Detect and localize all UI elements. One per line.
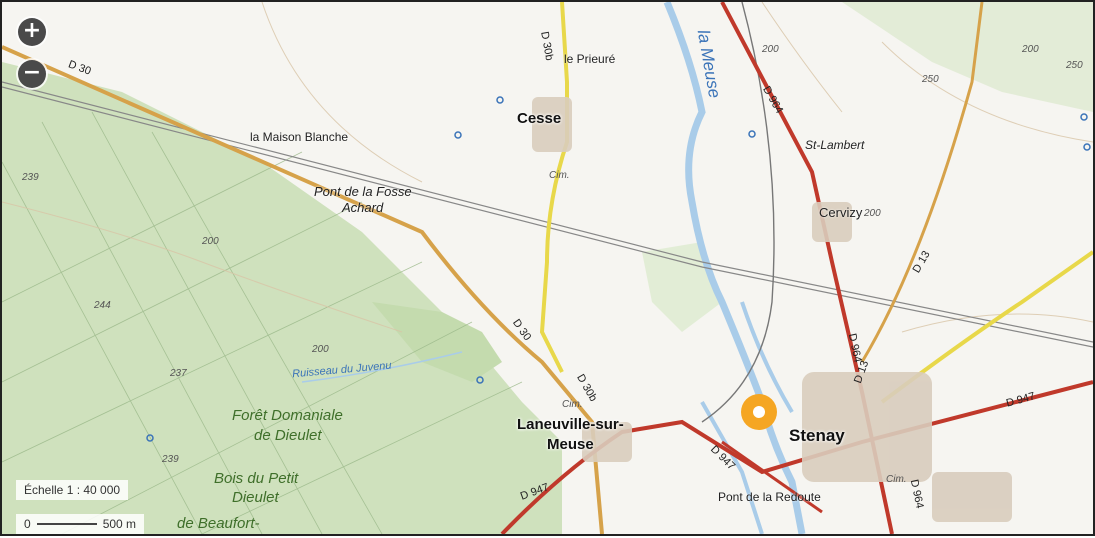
town-label-cesse: Cesse [517, 110, 562, 127]
town-label-cervizy: Cervizy [819, 205, 863, 220]
elevation-label: 250 [1066, 60, 1083, 71]
forest-label-bois-2: Dieulet [232, 489, 279, 506]
elevation-label: 200 [864, 208, 881, 219]
place-label-st-lambert: St-Lambert [805, 138, 865, 152]
elevation-label: 239 [22, 172, 39, 183]
town-label-laneuville-1: Laneuville-sur- [517, 416, 624, 433]
place-label-pont-fosse-1: Pont de la Fosse [314, 184, 412, 199]
forest-label-foret-1: Forêt Domaniale [232, 407, 343, 424]
forest-label-beaufort: de Beaufort- [177, 515, 260, 532]
zoom-in-button[interactable]: + [18, 18, 46, 46]
elevation-label: 239 [162, 454, 179, 465]
place-label-pont-redoute: Pont de la Redoute [718, 490, 821, 504]
scale-distance-label: 500 m [102, 517, 137, 531]
place-label-maison-blanche: la Maison Blanche [250, 130, 349, 144]
place-label-cim-2: Cim. [562, 399, 583, 410]
zoom-out-button[interactable]: − [18, 60, 46, 88]
elevation-label: 200 [202, 236, 219, 247]
forest-label-bois-1: Bois du Petit [214, 470, 299, 487]
elevation-label: 200 [312, 344, 329, 355]
elevation-label: 237 [170, 368, 187, 379]
town-label-laneuville-2: Meuse [547, 436, 594, 453]
scale-label: Échelle 1 : 40 000 [16, 480, 129, 500]
scale-bar: 0 500 m [16, 514, 145, 534]
elevation-label: 244 [94, 300, 111, 311]
place-label-cim-1: Cim. [549, 170, 570, 181]
scale-bar-line [36, 523, 97, 525]
elevation-label: 200 [762, 44, 779, 55]
scale-zero-label: 0 [24, 517, 31, 531]
town-label-stenay: Stenay [789, 426, 845, 445]
forest-label-foret-2: de Dieulet [254, 427, 322, 444]
elevation-label: 250 [922, 74, 939, 85]
location-marker-icon[interactable] [739, 392, 779, 432]
elevation-label: 200 [1022, 44, 1039, 55]
place-label-cim-3: Cim. [886, 474, 907, 485]
place-label-prieure: le Prieuré [564, 52, 616, 66]
place-label-pont-fosse-2: Achard [342, 200, 384, 215]
